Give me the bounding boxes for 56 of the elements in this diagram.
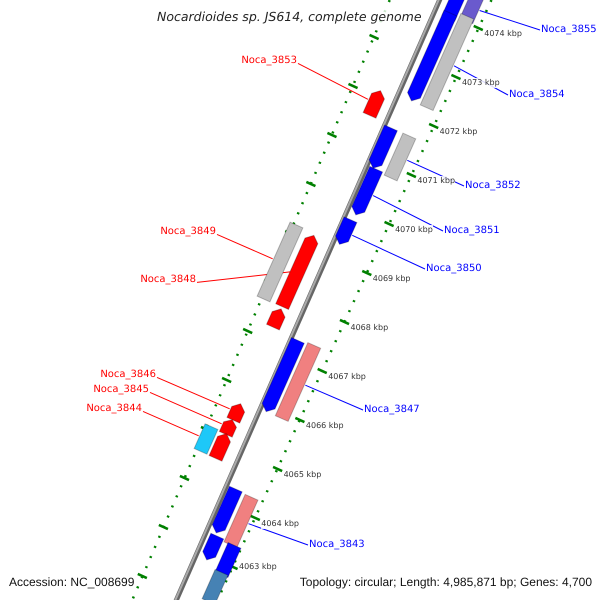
leader-line bbox=[479, 10, 540, 30]
gene-feature bbox=[262, 336, 305, 412]
gene-label: Noca_3843 bbox=[309, 539, 365, 551]
leader-line bbox=[248, 523, 308, 546]
gene-feature bbox=[362, 90, 385, 119]
gene-feature bbox=[208, 433, 231, 462]
leader-line bbox=[150, 392, 222, 424]
gene-feature bbox=[223, 494, 259, 548]
leader-line bbox=[372, 195, 444, 232]
gene-feature bbox=[266, 308, 286, 331]
gene-feature bbox=[275, 234, 318, 310]
gene-feature bbox=[212, 486, 243, 534]
scale-label: 4063 kbp bbox=[239, 562, 277, 572]
map-title: Nocardioides sp. JS614, complete genome bbox=[155, 8, 424, 25]
leader-line bbox=[142, 410, 200, 436]
gene-feature bbox=[274, 342, 322, 422]
leader-line bbox=[298, 62, 368, 100]
gene-label: Noca_3849 bbox=[160, 226, 216, 238]
gene-feature bbox=[368, 124, 398, 169]
gene-feature bbox=[202, 532, 224, 560]
leader-line bbox=[352, 234, 426, 270]
gene-feature bbox=[335, 216, 358, 245]
gene-feature bbox=[226, 403, 246, 424]
gene-label: Noca_3855 bbox=[541, 24, 597, 36]
scale-label: 4069 kbp bbox=[372, 274, 410, 284]
scale-label: 4066 kbp bbox=[306, 421, 344, 431]
gene-feature bbox=[256, 222, 304, 302]
gene-label: Noca_3845 bbox=[93, 384, 149, 396]
scale-label: 4070 kbp bbox=[395, 225, 433, 235]
leader-line bbox=[156, 376, 230, 410]
leader-line bbox=[304, 384, 364, 410]
scale-label: 4074 kbp bbox=[484, 29, 522, 39]
gene-label: Noca_3847 bbox=[364, 404, 420, 416]
gene-feature bbox=[351, 166, 384, 216]
gene-label: Noca_3854 bbox=[509, 89, 565, 101]
accession-text: Accession: NC_008699 bbox=[9, 575, 134, 589]
gene-feature bbox=[218, 419, 238, 438]
gene-label: Noca_3851 bbox=[444, 225, 500, 237]
scale-label: 4073 kbp bbox=[462, 78, 500, 88]
scale-label: 4067 kbp bbox=[328, 372, 366, 382]
gene-feature bbox=[193, 423, 219, 455]
scale-label: 4065 kbp bbox=[284, 470, 322, 480]
gene-label: Noca_3853 bbox=[241, 55, 297, 67]
gene-feature bbox=[201, 568, 229, 600]
gene-label: Noca_3852 bbox=[465, 180, 521, 192]
scale-label: 4072 kbp bbox=[440, 127, 478, 137]
gene-label: Noca_3844 bbox=[86, 403, 142, 415]
gene-label: Noca_3846 bbox=[100, 369, 156, 381]
gene-feature bbox=[384, 132, 416, 182]
leader-line bbox=[216, 234, 274, 260]
scale-label: 4064 kbp bbox=[261, 519, 299, 529]
genome-info-text: Topology: circular; Length: 4,985,871 bp; Genes: 4,700 bbox=[300, 575, 592, 589]
gene-label: Noca_3848 bbox=[140, 274, 196, 286]
scale-label: 4071 kbp bbox=[417, 176, 456, 186]
gene-label: Noca_3850 bbox=[426, 263, 482, 275]
scale-label: 4068 kbp bbox=[350, 323, 388, 333]
